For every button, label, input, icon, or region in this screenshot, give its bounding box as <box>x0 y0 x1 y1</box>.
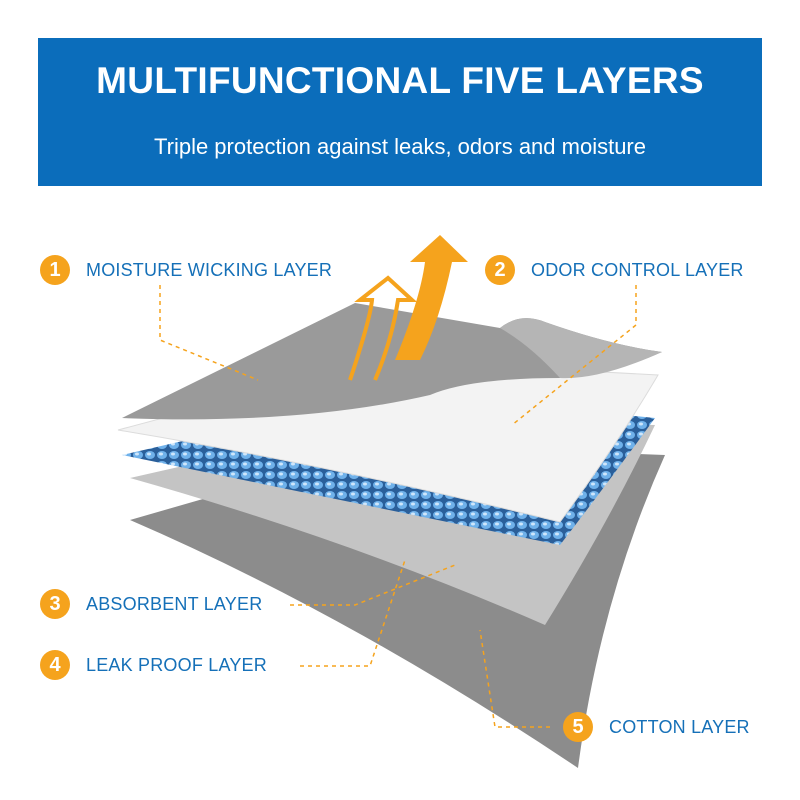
label-moisture-wicking: 1 MOISTURE WICKING LAYER <box>40 255 332 285</box>
number-badge: 5 <box>563 712 593 742</box>
label-text: COTTON LAYER <box>609 716 750 737</box>
header-banner: MULTIFUNCTIONAL FIVE LAYERS Triple prote… <box>38 38 762 186</box>
label-odor-control: 2 ODOR CONTROL LAYER <box>485 255 744 285</box>
label-text: MOISTURE WICKING LAYER <box>86 259 333 280</box>
label-text: ODOR CONTROL LAYER <box>531 259 744 280</box>
label-cotton: 5 COTTON LAYER <box>563 712 750 742</box>
label-absorbent: 3 ABSORBENT LAYER <box>40 589 262 619</box>
page-subtitle: Triple protection against leaks, odors a… <box>154 134 646 159</box>
curl-edge <box>500 318 662 379</box>
page-title: MULTIFUNCTIONAL FIVE LAYERS <box>96 60 704 101</box>
number-badge: 2 <box>485 255 515 285</box>
label-text: LEAK PROOF LAYER <box>86 654 267 675</box>
label-leak-proof: 4 LEAK PROOF LAYER <box>40 650 267 680</box>
label-text: ABSORBENT LAYER <box>86 593 263 614</box>
number-badge: 1 <box>40 255 70 285</box>
number-badge: 3 <box>40 589 70 619</box>
number-badge: 4 <box>40 650 70 680</box>
arrow-icon <box>348 275 418 381</box>
arrow-icon <box>395 235 468 360</box>
leader-lines <box>159 285 637 728</box>
